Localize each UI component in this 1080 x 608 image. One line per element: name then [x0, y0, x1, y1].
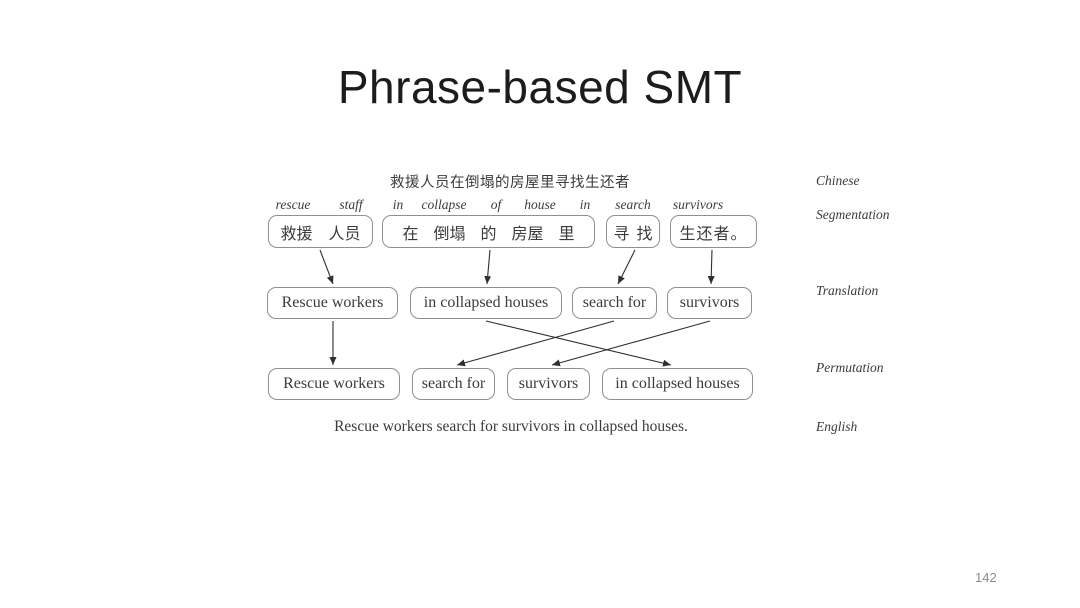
translation-box: in collapsed houses [410, 287, 562, 319]
segmentation-box: 寻 找 [606, 215, 660, 248]
slide-title: Phrase-based SMT [337, 61, 743, 113]
chinese-sentence: 救援人员在倒塌的房屋里寻找生还者 [390, 175, 630, 191]
gloss-word: search [615, 197, 651, 212]
stage-label-translation: Translation [816, 283, 879, 298]
trans-to-perm-arrow-4 [551, 320, 711, 367]
seg-to-trans-arrow-4 [707, 249, 715, 285]
trans-to-perm-arrow-3 [456, 320, 615, 367]
stage-label-permutation: Permutation [816, 360, 884, 375]
gloss-word: of [490, 197, 502, 212]
gloss-word: collapse [421, 197, 467, 212]
permutation-box: survivors [507, 368, 590, 400]
stage-label-english: English [816, 419, 858, 434]
english-sentence: Rescue workers search for survivors in c… [334, 418, 688, 435]
permutation-box: search for [412, 368, 495, 400]
gloss-word: in [579, 197, 591, 212]
permutation-box: Rescue workers [268, 368, 400, 400]
segmentation-box: 救援 人员 [268, 215, 373, 248]
stage-label-segmentation: Segmentation [816, 207, 890, 222]
seg-to-trans-arrow-2 [484, 249, 492, 285]
gloss-word: staff [339, 197, 363, 212]
translation-box: survivors [667, 287, 752, 319]
gloss-word: house [524, 197, 556, 212]
trans-to-perm-arrow-2 [485, 320, 672, 367]
gloss-word: survivors [672, 197, 724, 212]
translation-box: Rescue workers [267, 287, 398, 319]
stage-label-chinese: Chinese [816, 173, 860, 188]
seg-to-trans-arrow-3 [617, 249, 636, 285]
gloss-word: rescue [275, 197, 311, 212]
translation-box: search for [572, 287, 657, 319]
segmentation-box: 生还者。 [670, 215, 757, 248]
gloss-word: in [392, 197, 404, 212]
seg-to-trans-arrow-1 [319, 249, 334, 285]
segmentation-box: 在 倒塌 的 房屋 里 [382, 215, 595, 248]
page-number: 142 [975, 570, 997, 585]
permutation-box: in collapsed houses [602, 368, 753, 400]
